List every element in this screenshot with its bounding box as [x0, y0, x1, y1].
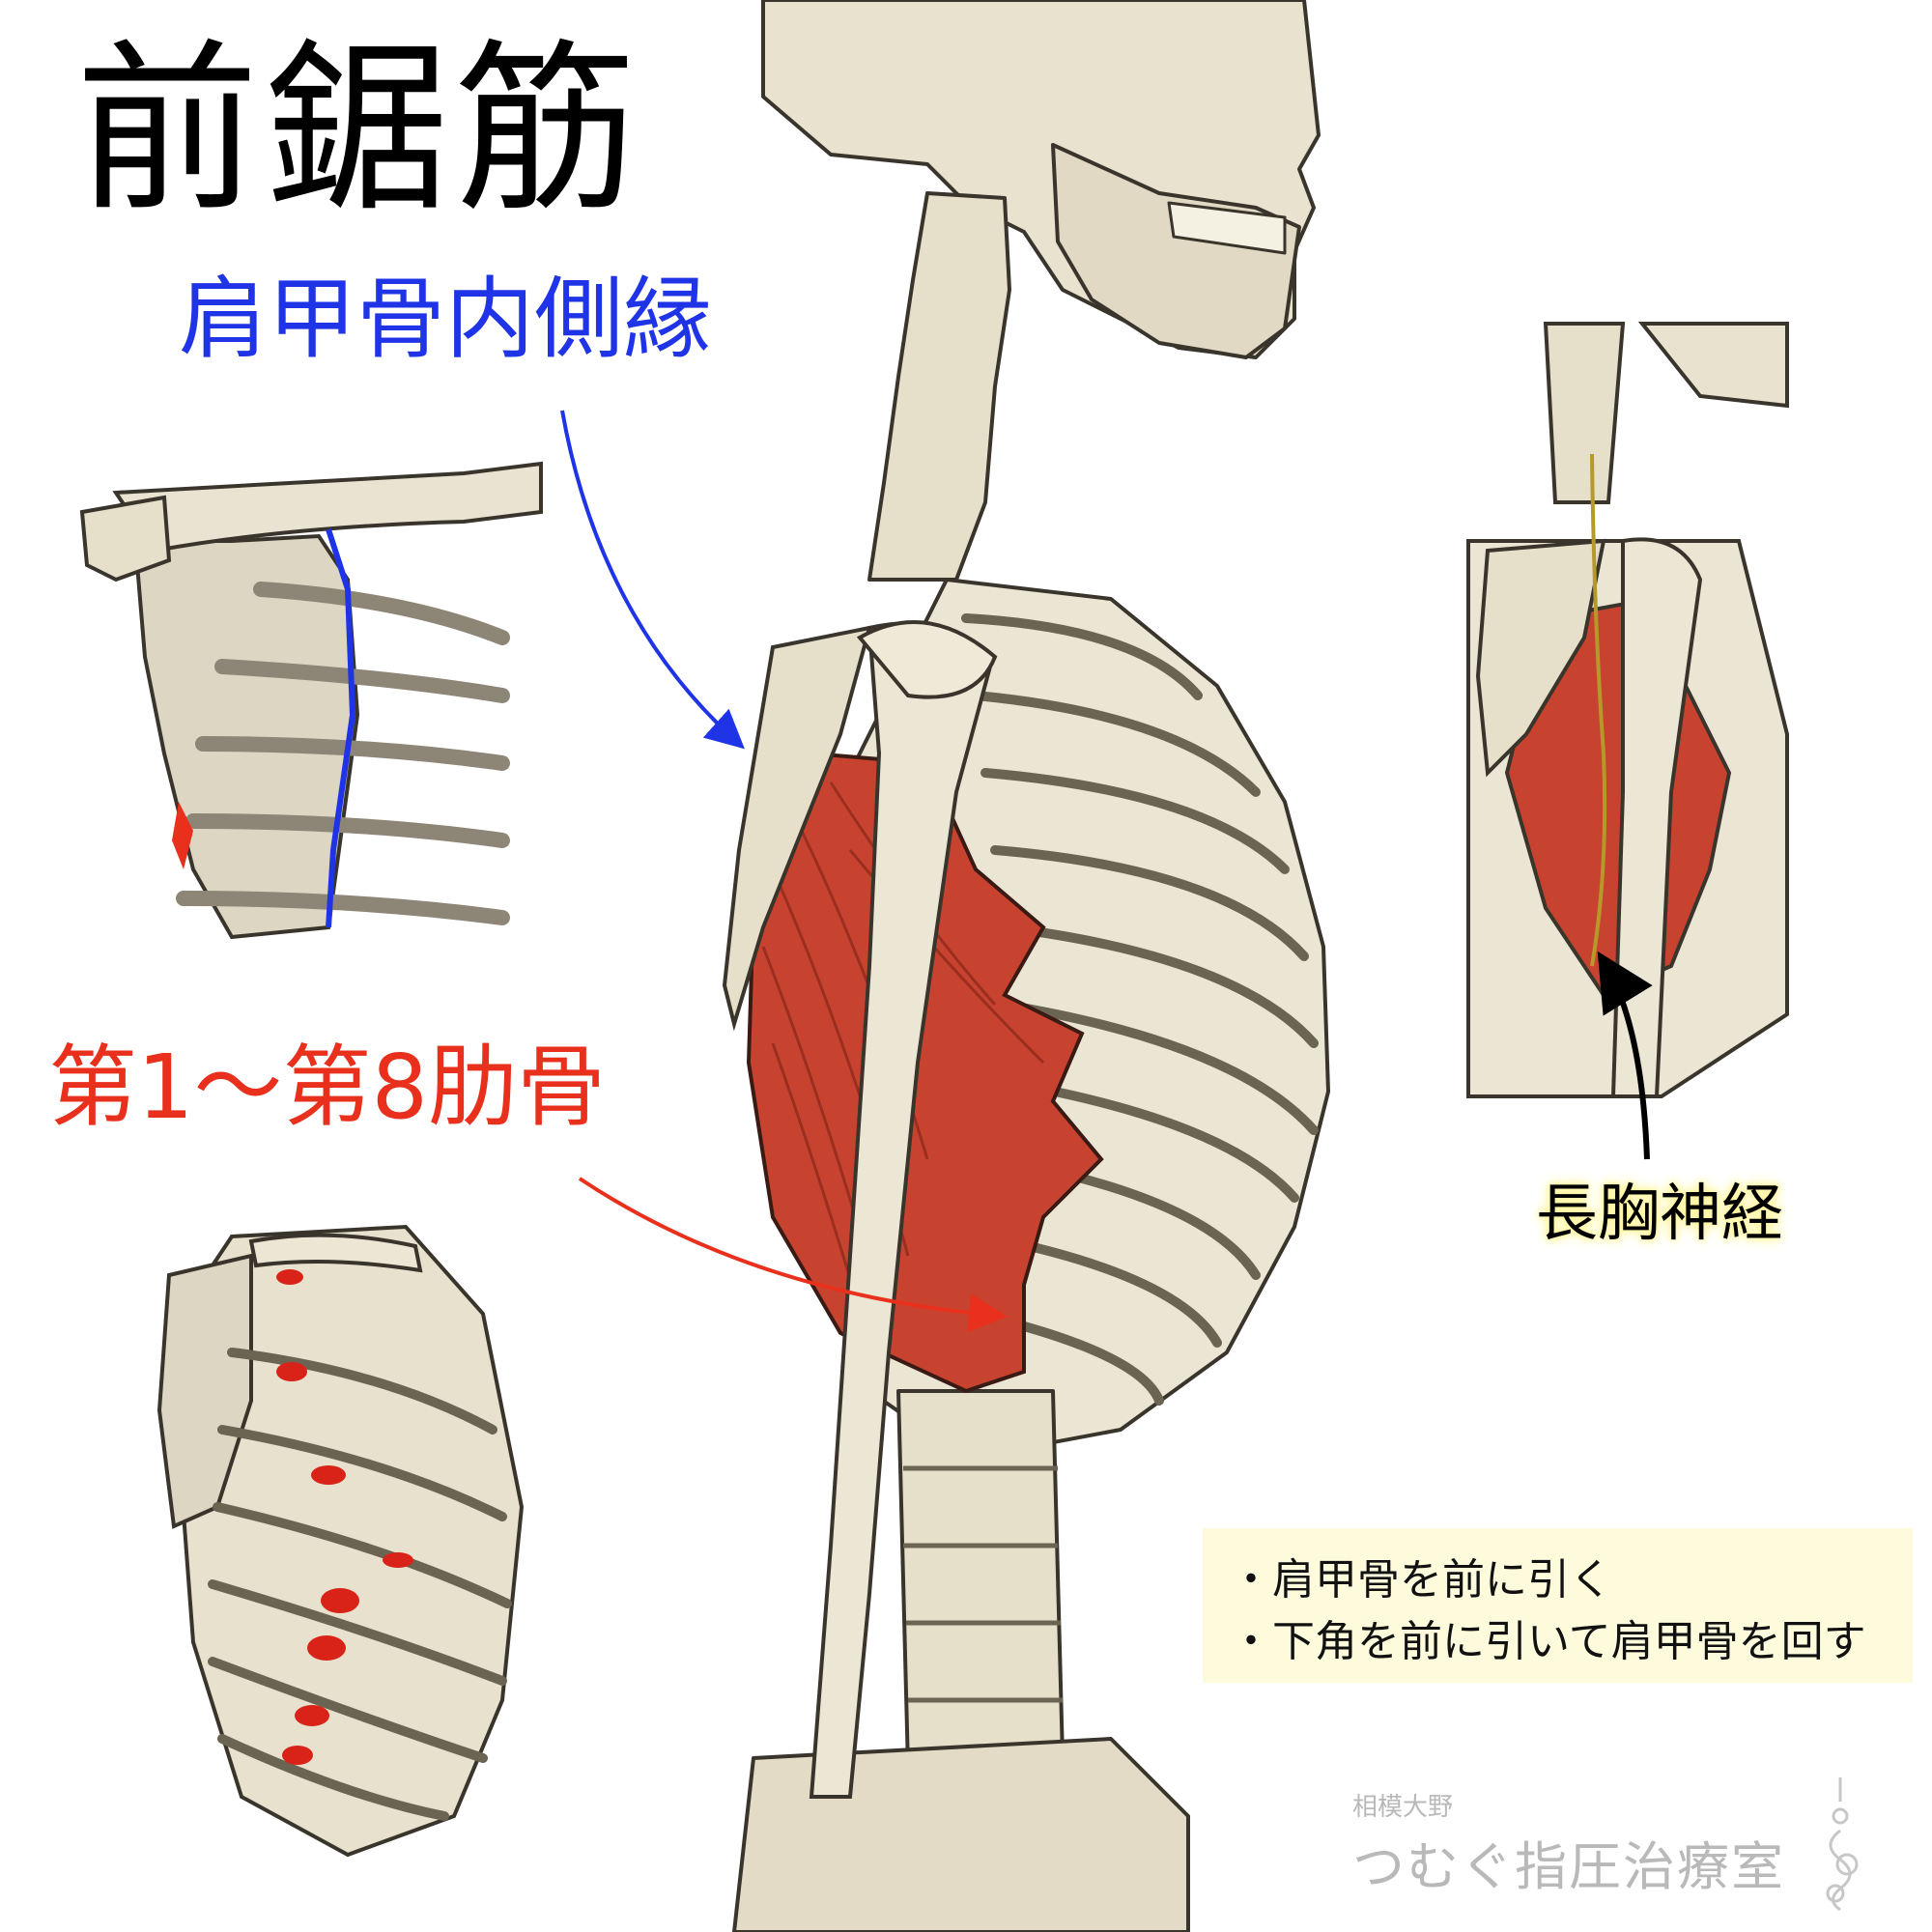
vertebra-lines	[903, 1465, 1063, 1703]
watermark-name: つむぐ指圧治療室	[1352, 1836, 1785, 1897]
arrow-black	[1597, 951, 1653, 1160]
scapula	[722, 625, 872, 1032]
action-item: ・肩甲骨を前に引く	[1230, 1555, 1612, 1605]
inset-long-thoracic-nerve	[1466, 322, 1789, 1098]
inset2-origin-dots	[276, 1269, 413, 1765]
inset1-red-mark	[172, 802, 193, 869]
inset3-nerve	[1590, 453, 1607, 967]
inset-ribcage-origins	[156, 1224, 525, 1858]
inset2-clavicle	[248, 1233, 423, 1273]
page-title: 前鋸筋	[75, 23, 644, 237]
arrow-blue	[560, 410, 745, 750]
serratus-anterior-main	[746, 751, 1104, 1394]
inset1-acromion	[79, 495, 172, 582]
teeth	[1167, 201, 1287, 255]
inset3-scapula	[1475, 538, 1606, 778]
main-skeleton	[732, 0, 1330, 1932]
inset3-skull-edge	[1637, 322, 1789, 409]
watermark-place: 相模大野	[1352, 1793, 1454, 1822]
inset1-medial-border-highlight	[326, 528, 356, 928]
inset2-rib-lines	[208, 1348, 512, 1821]
arrow-red	[578, 1177, 1008, 1333]
inset-scapula-medial-border	[79, 461, 543, 940]
humerus-head	[856, 620, 998, 699]
label-scapula-medial-border: 肩甲骨内側縁	[179, 268, 713, 371]
scapula-humerus-main	[722, 620, 998, 1799]
cervical-spine	[867, 191, 1011, 582]
label-ribs-1-8: 第1〜第8肋骨	[48, 1036, 607, 1139]
action-item: ・下角を前に引いて肩甲骨を回す	[1230, 1617, 1866, 1666]
inset1-clavicle	[112, 461, 543, 554]
label-long-thoracic-nerve: 長胸神経	[1536, 1179, 1783, 1250]
lumbar-spine	[896, 1389, 1065, 1770]
inset3-spine	[1543, 322, 1626, 504]
watermark-ornament-icon	[1826, 1777, 1859, 1912]
mandible	[1051, 143, 1301, 359]
actions-note-box: ・肩甲骨を前に引く ・下角を前に引いて肩甲骨を回す	[1203, 1528, 1913, 1683]
inset1-ribs	[176, 582, 510, 925]
pelvis	[732, 1737, 1190, 1932]
